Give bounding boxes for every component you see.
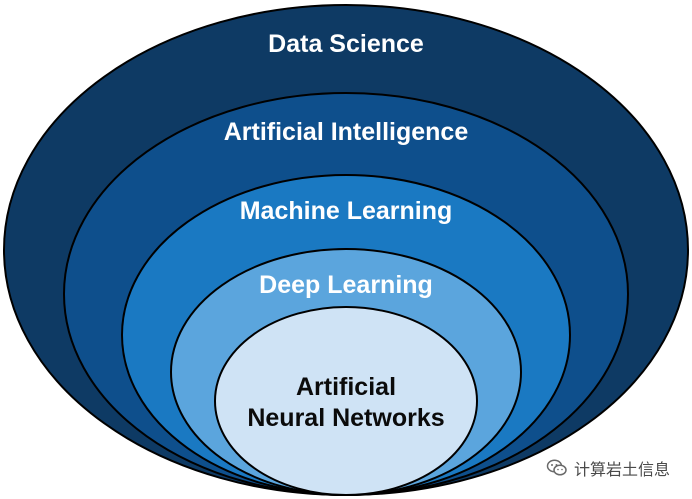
label-neural-networks: Neural Networks bbox=[247, 404, 444, 432]
label-deep-learning: Deep Learning bbox=[259, 271, 433, 299]
watermark-text: 计算岩土信息 bbox=[574, 460, 671, 479]
layer-artificial-neural-networks bbox=[214, 306, 478, 496]
label-artificial-intelligence: Artificial Intelligence bbox=[224, 118, 469, 146]
watermark: 计算岩土信息 bbox=[542, 455, 675, 481]
label-machine-learning: Machine Learning bbox=[240, 197, 453, 225]
label-artificial: Artificial bbox=[296, 373, 396, 401]
wechat-icon bbox=[546, 459, 567, 476]
label-data-science: Data Science bbox=[268, 30, 424, 58]
